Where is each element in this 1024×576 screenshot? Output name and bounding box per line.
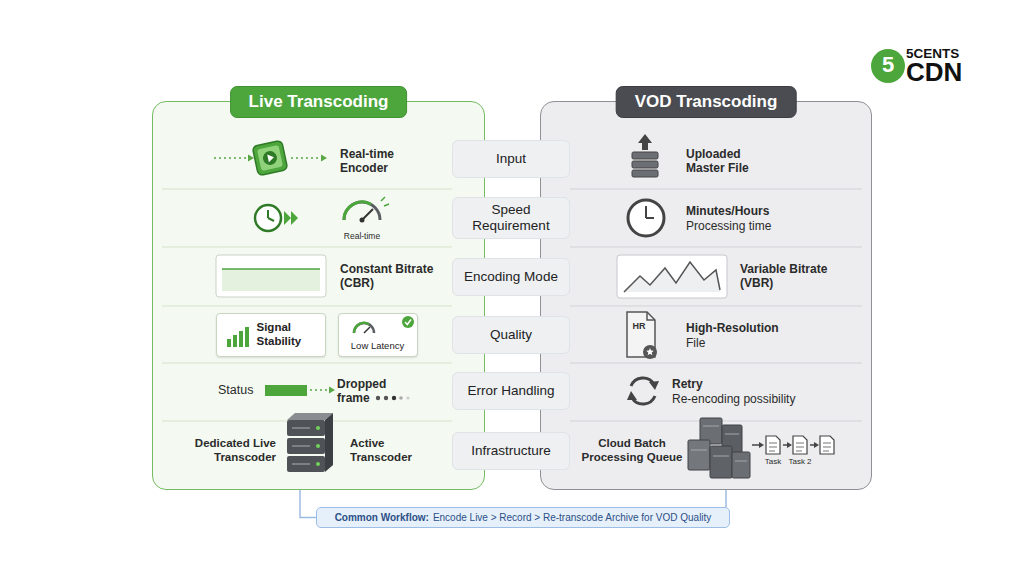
chip-text: Low Latency [351,341,404,351]
row-label: Input [452,140,570,178]
feature-text: Status [218,383,253,398]
row-label-text: Input [496,151,526,167]
workflow-text: Common Workflow: [335,513,429,523]
row-label-text: Speed Requirement [453,202,569,234]
comparison-panel: Live TranscodingSignal StabilityLow Late… [152,101,485,490]
feature-text: Processing time [686,219,771,233]
feature-text: Active Transcoder [350,437,430,465]
row-label: Encoding Mode [452,258,570,296]
feature-text: High-Resolution [686,321,779,335]
feature-text: Dropped frame [337,377,392,406]
row-label-text: Quality [490,327,532,343]
task-caption: Task 2 [785,457,815,467]
row-label-text: Infrastructure [471,443,551,459]
row-label: Speed Requirement [452,197,570,239]
row-label-text: Encoding Mode [464,269,558,285]
panel-heading: VOD Transcoding [616,86,797,118]
connector-line [725,490,727,507]
feature-chip: Signal Stability [216,313,326,357]
feature-text: Retry [672,377,703,391]
workflow-text: Encode Live > Record > Re-transcode Arch… [433,513,711,523]
feature-chip: Low Latency [338,313,418,357]
connector-line [300,490,316,518]
feature-text: Dedicated Live Transcoder [176,437,276,465]
logo-digit: 5 [871,52,905,78]
logo-mark [871,49,905,83]
icon-text: HR [628,321,650,332]
row-label: Error Handling [452,372,570,410]
feature-text: Re-encoding possibility [672,392,795,406]
row-label-text: Error Handling [467,383,554,399]
feature-text: Real-time Encoder [340,147,410,176]
feature-text: Cloud Batch Processing Queue [578,437,686,465]
task-caption: Task [760,457,786,467]
feature-text: Minutes/Hours [686,204,769,218]
logo-text: CDN [906,57,962,88]
workflow-box: Common Workflow: Encode Live > Record > R… [316,507,730,528]
feature-text: File [686,336,705,350]
feature-text: Variable Bitrate (VBR) [740,262,850,291]
panel-heading: Live Transcoding [230,86,408,118]
gauge-caption: Real-time [340,231,384,241]
logo-mark [871,49,905,83]
row-label: Quality [452,316,570,354]
chip-text: Signal Stability [257,321,325,349]
row-label: Infrastructure [452,432,570,470]
feature-text: Uploaded Master File [686,147,776,176]
feature-text: Constant Bitrate (CBR) [340,262,450,291]
